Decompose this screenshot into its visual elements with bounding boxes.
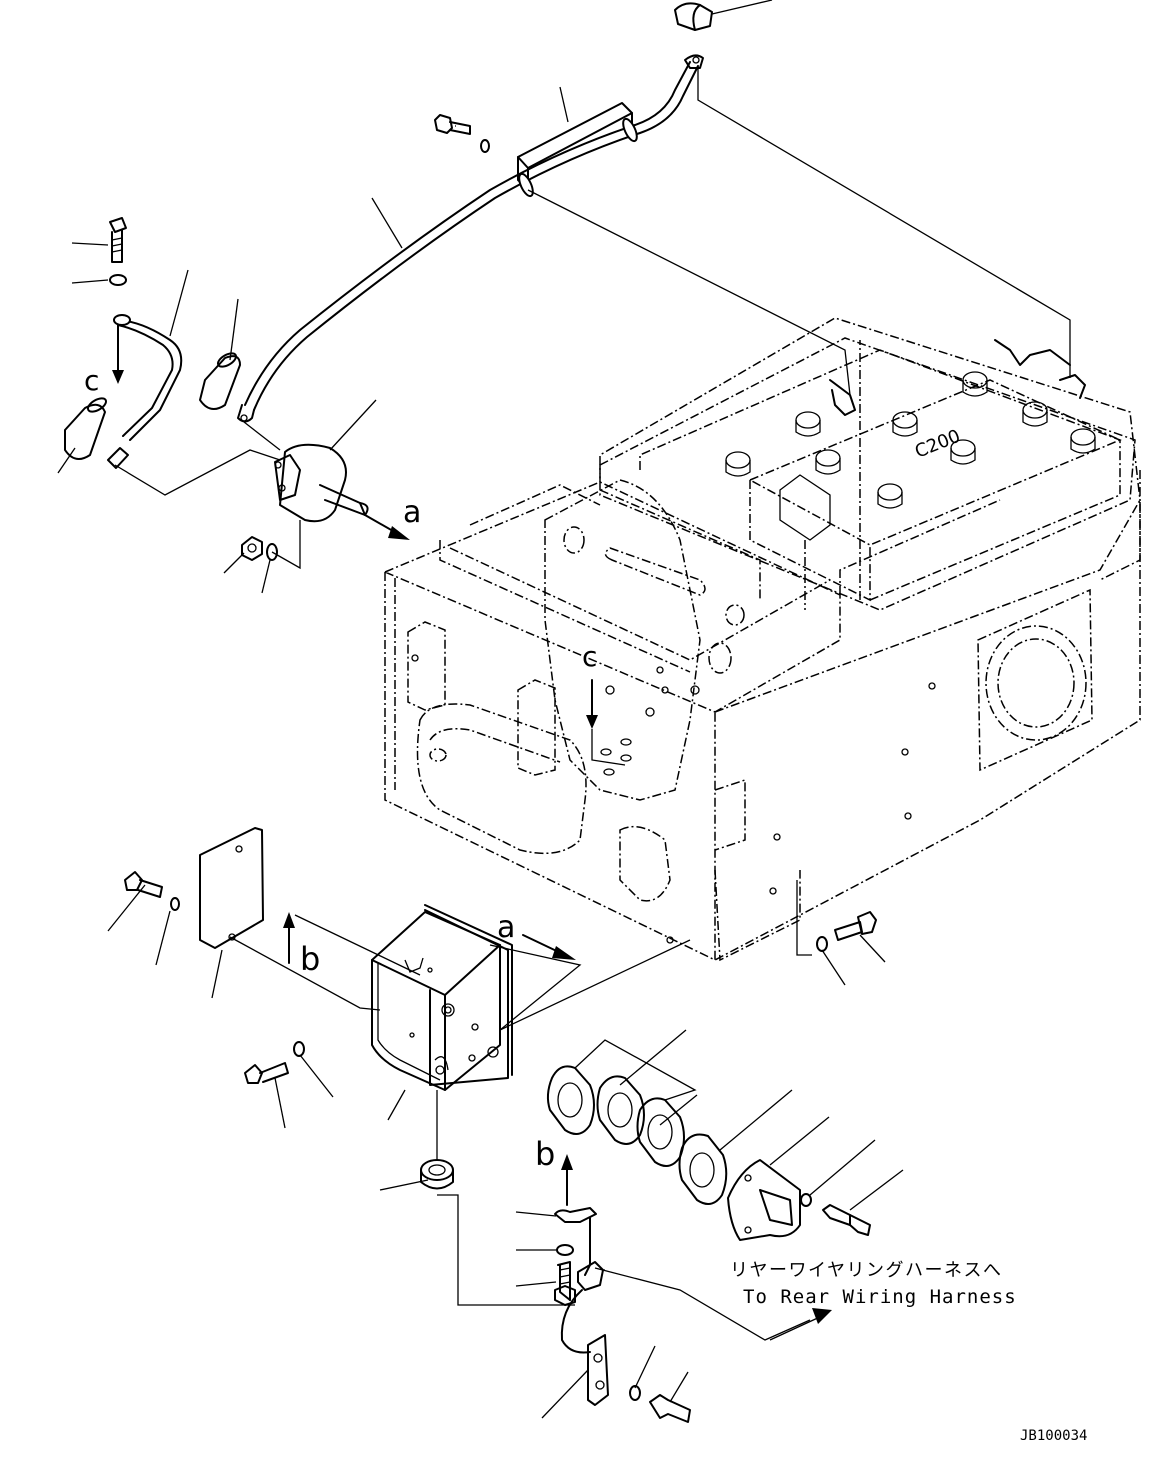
ground-wire-group: b [437, 1135, 832, 1423]
view-label-c-left: c [84, 364, 99, 397]
view-label-a-box: a [497, 910, 515, 945]
gaskets-connector [546, 1039, 871, 1241]
battery: C200 [599, 337, 1141, 611]
battery-marking: C200 [912, 426, 963, 463]
battery-cable [237, 2, 713, 423]
drawing-number: JB100034 [1020, 1428, 1087, 1444]
view-label-b-box: b [300, 940, 320, 978]
controller-box: b a [124, 827, 812, 1190]
view-label-a-top: a [403, 495, 421, 530]
view-label-c-frame: c [582, 640, 597, 673]
leader-lines-top [57, 0, 1071, 594]
leader-lines-bottom [107, 884, 904, 1419]
view-c-frame: c [582, 640, 632, 776]
disconnect-switch-group: c a [64, 217, 421, 570]
view-label-b-wire: b [535, 1135, 555, 1173]
rear-harness-note-english: To Rear Wiring Harness [743, 1286, 1017, 1308]
frame-bolt-right [816, 911, 877, 952]
main-frame [383, 317, 1141, 962]
rear-harness-note-japanese: リヤーワイヤリングハーネスへ [730, 1260, 1002, 1281]
